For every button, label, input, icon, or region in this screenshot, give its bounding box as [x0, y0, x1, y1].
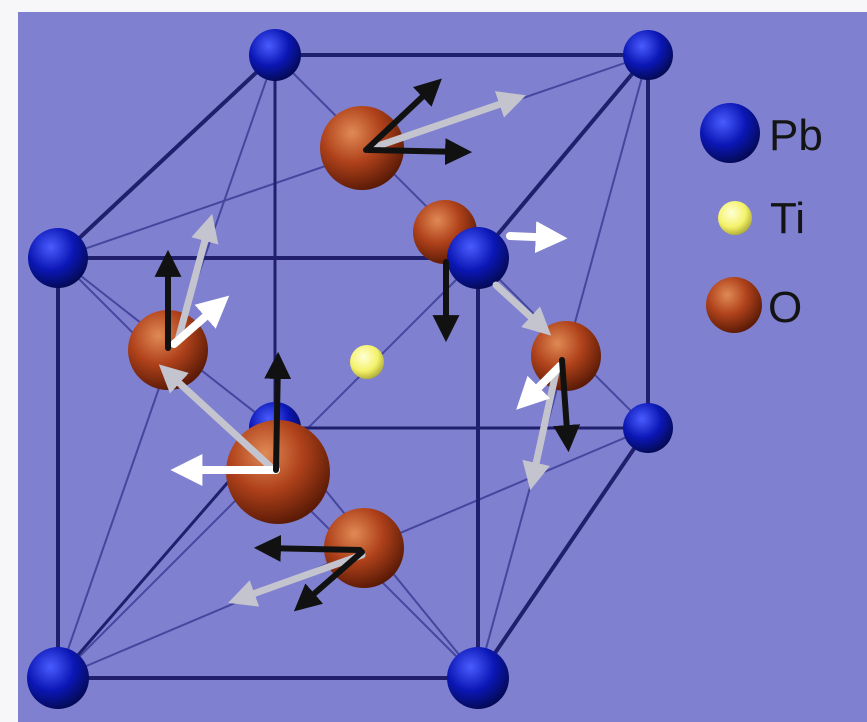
pb-atom: [623, 30, 673, 80]
white-arrow: [170, 295, 230, 348]
grey-arrow: [492, 281, 552, 336]
grey-arrow: [158, 364, 278, 474]
legend-o-label: O: [768, 283, 802, 332]
pb-atom: [27, 647, 89, 709]
legend-ti-label: Ti: [770, 194, 805, 243]
grey-arrow: [368, 91, 526, 152]
grey-arrow: [522, 368, 560, 491]
pb-atom: [28, 228, 88, 288]
pb-atom: [623, 403, 673, 453]
legend: Pb Ti O: [700, 103, 823, 333]
ti-atom-center: [350, 345, 384, 379]
black-arrow: [293, 549, 365, 612]
pb-atom: [447, 227, 509, 289]
white-arrow: [506, 221, 568, 254]
black-arrow: [365, 138, 473, 166]
black-arrow: [264, 351, 292, 473]
black-arrow: [253, 534, 363, 562]
legend-pb-swatch: [700, 103, 760, 163]
o-atom-top: [320, 106, 404, 190]
grey-arrows: [158, 91, 560, 607]
legend-pb-label: Pb: [769, 111, 823, 160]
legend-o-swatch: [706, 277, 762, 333]
black-arrow: [363, 78, 442, 153]
grey-arrow: [174, 213, 219, 344]
cube-edges: [56, 53, 650, 680]
pb-atom: [447, 647, 509, 709]
pb-atom: [249, 29, 301, 81]
legend-ti-swatch: [718, 201, 752, 235]
white-arrow: [516, 362, 564, 410]
white-arrows: [170, 221, 568, 486]
black-arrow: [553, 357, 581, 453]
grey-arrow: [228, 551, 366, 607]
black-arrows: [154, 78, 581, 612]
